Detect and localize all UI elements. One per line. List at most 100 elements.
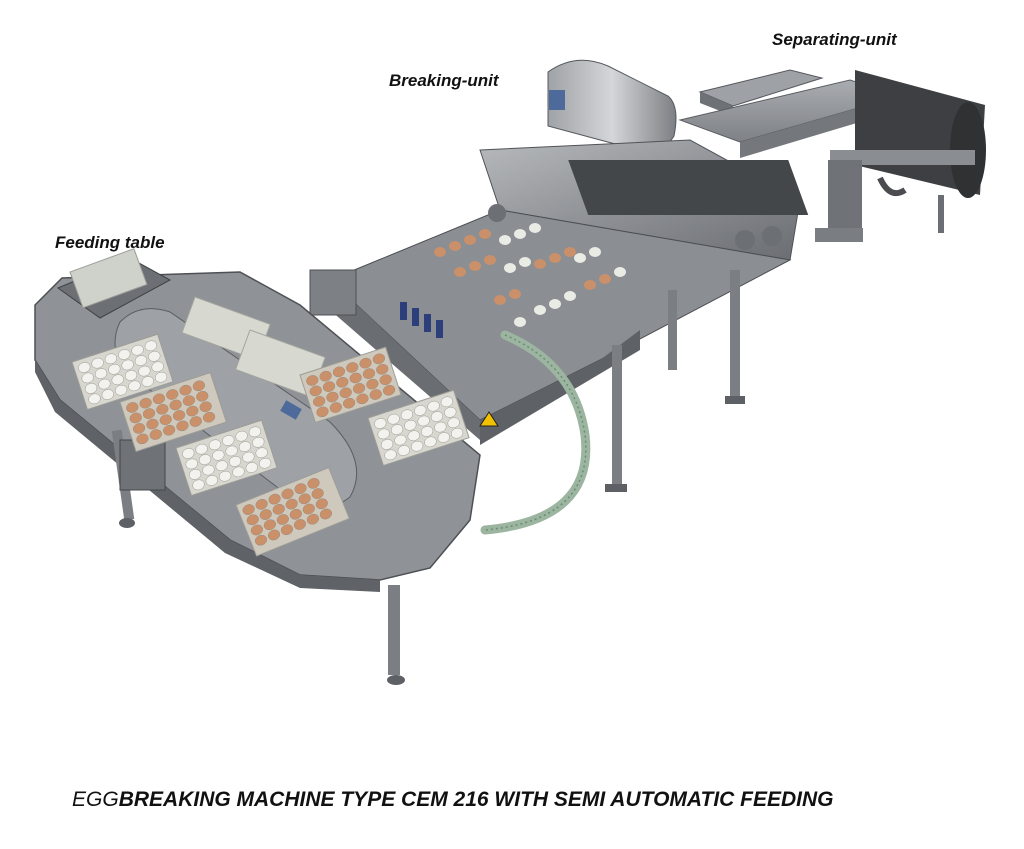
egg bbox=[148, 350, 161, 362]
egg bbox=[359, 357, 372, 369]
egg bbox=[356, 393, 369, 405]
feeding-table-label: Feeding table bbox=[55, 233, 165, 252]
egg bbox=[379, 374, 392, 386]
egg bbox=[176, 420, 189, 432]
egg bbox=[246, 514, 259, 526]
egg bbox=[222, 435, 235, 446]
egg bbox=[424, 436, 437, 448]
egg bbox=[430, 411, 444, 422]
caption-main: BREAKING MACHINE TYPE CEM 216 WITH SEMI … bbox=[118, 788, 834, 811]
caption: EGGBREAKING MACHINE TYPE CEM 216 WITH SE… bbox=[72, 788, 834, 812]
egg bbox=[128, 380, 141, 392]
egg bbox=[196, 390, 209, 402]
egg bbox=[192, 479, 205, 491]
conveyor-eggs bbox=[400, 223, 626, 338]
egg bbox=[199, 401, 212, 413]
egg bbox=[152, 393, 166, 405]
egg bbox=[259, 509, 272, 520]
egg bbox=[219, 470, 232, 482]
egg bbox=[154, 371, 168, 383]
egg bbox=[369, 389, 382, 400]
separating-unit bbox=[678, 69, 986, 242]
egg bbox=[248, 426, 261, 438]
egg bbox=[185, 458, 198, 470]
egg bbox=[382, 384, 396, 396]
caption-prefix: EGG bbox=[72, 788, 119, 811]
egg bbox=[294, 483, 307, 494]
egg bbox=[131, 344, 144, 356]
egg bbox=[434, 421, 447, 433]
egg bbox=[250, 524, 263, 536]
egg bbox=[322, 381, 336, 392]
egg bbox=[329, 402, 342, 413]
egg bbox=[346, 362, 359, 373]
egg bbox=[272, 503, 285, 515]
egg bbox=[132, 423, 146, 434]
egg bbox=[146, 418, 159, 430]
egg bbox=[136, 433, 149, 445]
egg bbox=[263, 519, 276, 531]
egg bbox=[420, 426, 434, 437]
egg bbox=[362, 368, 376, 379]
egg bbox=[280, 524, 294, 536]
tray-eggs bbox=[78, 340, 464, 546]
egg bbox=[255, 499, 268, 510]
egg bbox=[238, 441, 252, 452]
egg bbox=[129, 412, 142, 424]
egg bbox=[124, 370, 138, 381]
egg bbox=[228, 456, 242, 467]
egg bbox=[202, 464, 215, 476]
egg bbox=[307, 478, 320, 489]
egg bbox=[309, 385, 322, 397]
egg bbox=[285, 498, 298, 510]
egg bbox=[205, 475, 218, 486]
egg bbox=[232, 466, 245, 478]
breaking-unit bbox=[309, 59, 809, 492]
egg bbox=[447, 417, 460, 429]
egg bbox=[94, 368, 108, 379]
egg bbox=[267, 529, 281, 541]
egg bbox=[339, 387, 352, 399]
egg bbox=[352, 383, 366, 394]
egg bbox=[242, 451, 255, 463]
egg bbox=[195, 443, 208, 455]
egg bbox=[118, 349, 131, 360]
egg bbox=[312, 396, 326, 407]
egg bbox=[163, 424, 176, 436]
egg bbox=[414, 405, 427, 416]
egg bbox=[444, 406, 457, 418]
egg bbox=[258, 457, 272, 469]
breaking-heads bbox=[568, 160, 809, 215]
egg bbox=[374, 418, 387, 429]
egg bbox=[372, 353, 385, 365]
egg bbox=[188, 469, 202, 480]
egg bbox=[293, 519, 307, 530]
egg bbox=[384, 449, 397, 461]
egg bbox=[276, 514, 289, 525]
egg bbox=[417, 415, 430, 427]
egg-tray-grid bbox=[374, 396, 464, 461]
egg bbox=[179, 384, 192, 396]
egg bbox=[242, 504, 255, 515]
egg bbox=[336, 376, 349, 388]
egg-tray-grid bbox=[306, 353, 396, 418]
egg bbox=[215, 460, 228, 472]
egg bbox=[380, 439, 394, 450]
egg bbox=[91, 357, 104, 369]
egg bbox=[139, 397, 152, 409]
egg-tray-grid bbox=[126, 380, 216, 445]
egg bbox=[115, 384, 128, 396]
egg bbox=[319, 370, 332, 382]
egg bbox=[166, 389, 179, 400]
egg bbox=[81, 372, 94, 384]
egg bbox=[104, 353, 118, 365]
egg bbox=[78, 362, 91, 373]
egg bbox=[450, 427, 464, 439]
egg bbox=[111, 374, 124, 386]
egg bbox=[186, 405, 199, 417]
egg bbox=[245, 462, 258, 473]
egg bbox=[141, 376, 154, 387]
egg bbox=[254, 534, 268, 546]
egg bbox=[255, 447, 268, 459]
